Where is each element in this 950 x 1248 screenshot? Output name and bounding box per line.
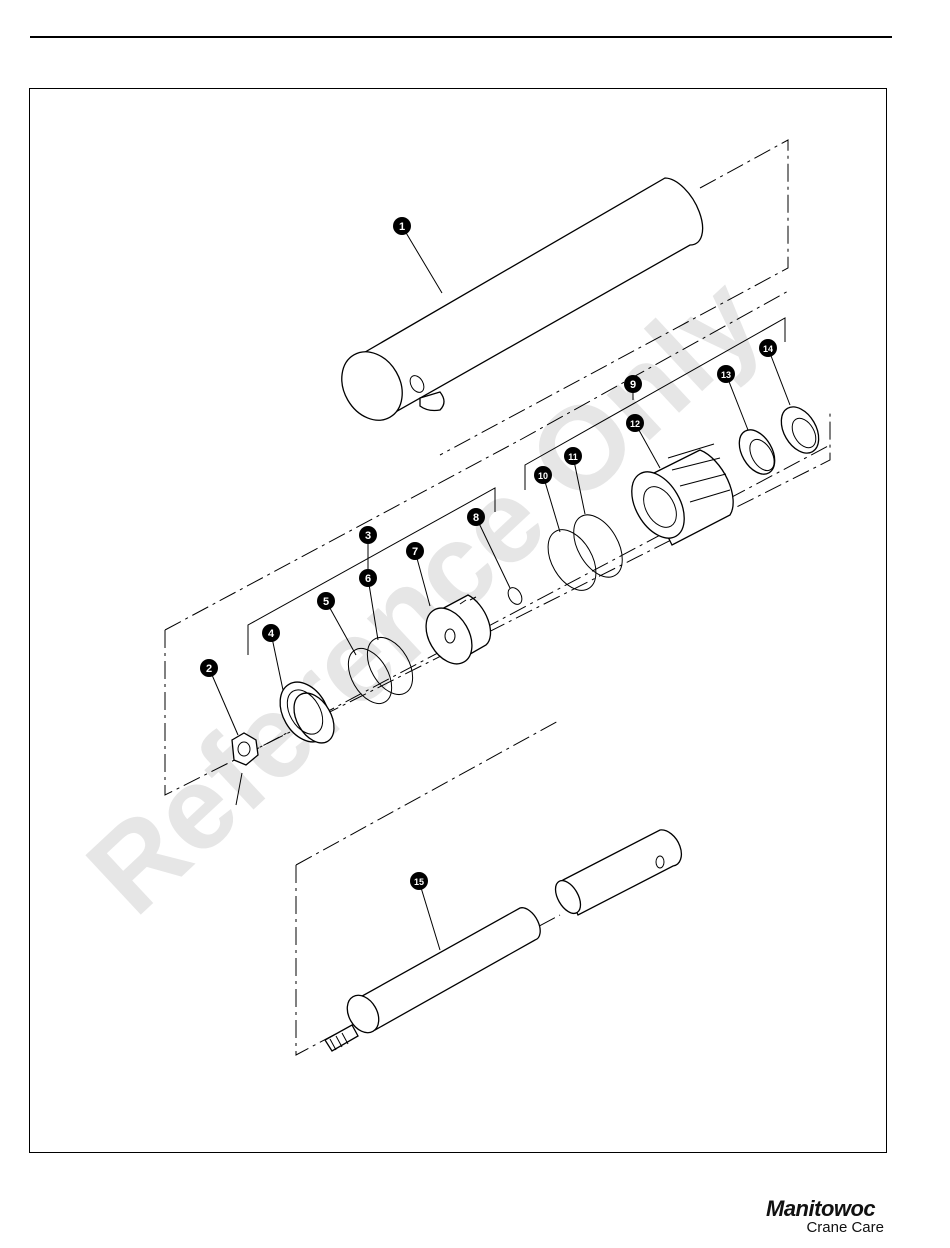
callout-11: 11 (564, 447, 582, 465)
logo-subtitle: Crane Care (806, 1219, 884, 1236)
callout-3: 3 (359, 526, 377, 544)
callout-10: 10 (534, 466, 552, 484)
svg-text:2: 2 (206, 663, 212, 675)
svg-text:10: 10 (538, 471, 548, 481)
callout-1: 1 (393, 217, 411, 235)
manitowoc-logo: Manitowoc Crane Care (766, 1196, 890, 1242)
callout-7: 7 (406, 542, 424, 560)
callout-8: 8 (467, 508, 485, 526)
svg-text:14: 14 (763, 344, 773, 354)
svg-text:3: 3 (365, 530, 371, 542)
callout-13: 13 (717, 365, 735, 383)
svg-text:6: 6 (365, 573, 371, 585)
callout-15: 15 (410, 872, 428, 890)
callout-6: 6 (359, 569, 377, 587)
svg-text:8: 8 (473, 512, 479, 524)
callout-4: 4 (262, 624, 280, 642)
callout-12: 12 (626, 414, 644, 432)
svg-text:15: 15 (414, 877, 424, 887)
svg-text:12: 12 (630, 419, 640, 429)
callout-2: 2 (200, 659, 218, 677)
callout-14: 14 (759, 339, 777, 357)
svg-text:11: 11 (568, 452, 578, 462)
svg-text:9: 9 (630, 379, 636, 391)
svg-text:4: 4 (268, 628, 275, 640)
svg-text:5: 5 (323, 596, 329, 608)
wiper-13 (732, 424, 782, 481)
callout-9: 9 (624, 375, 642, 393)
piston-rod (296, 720, 681, 1055)
callout-5: 5 (317, 592, 335, 610)
svg-text:13: 13 (721, 370, 731, 380)
svg-text:1: 1 (399, 221, 405, 233)
svg-text:7: 7 (412, 546, 418, 558)
